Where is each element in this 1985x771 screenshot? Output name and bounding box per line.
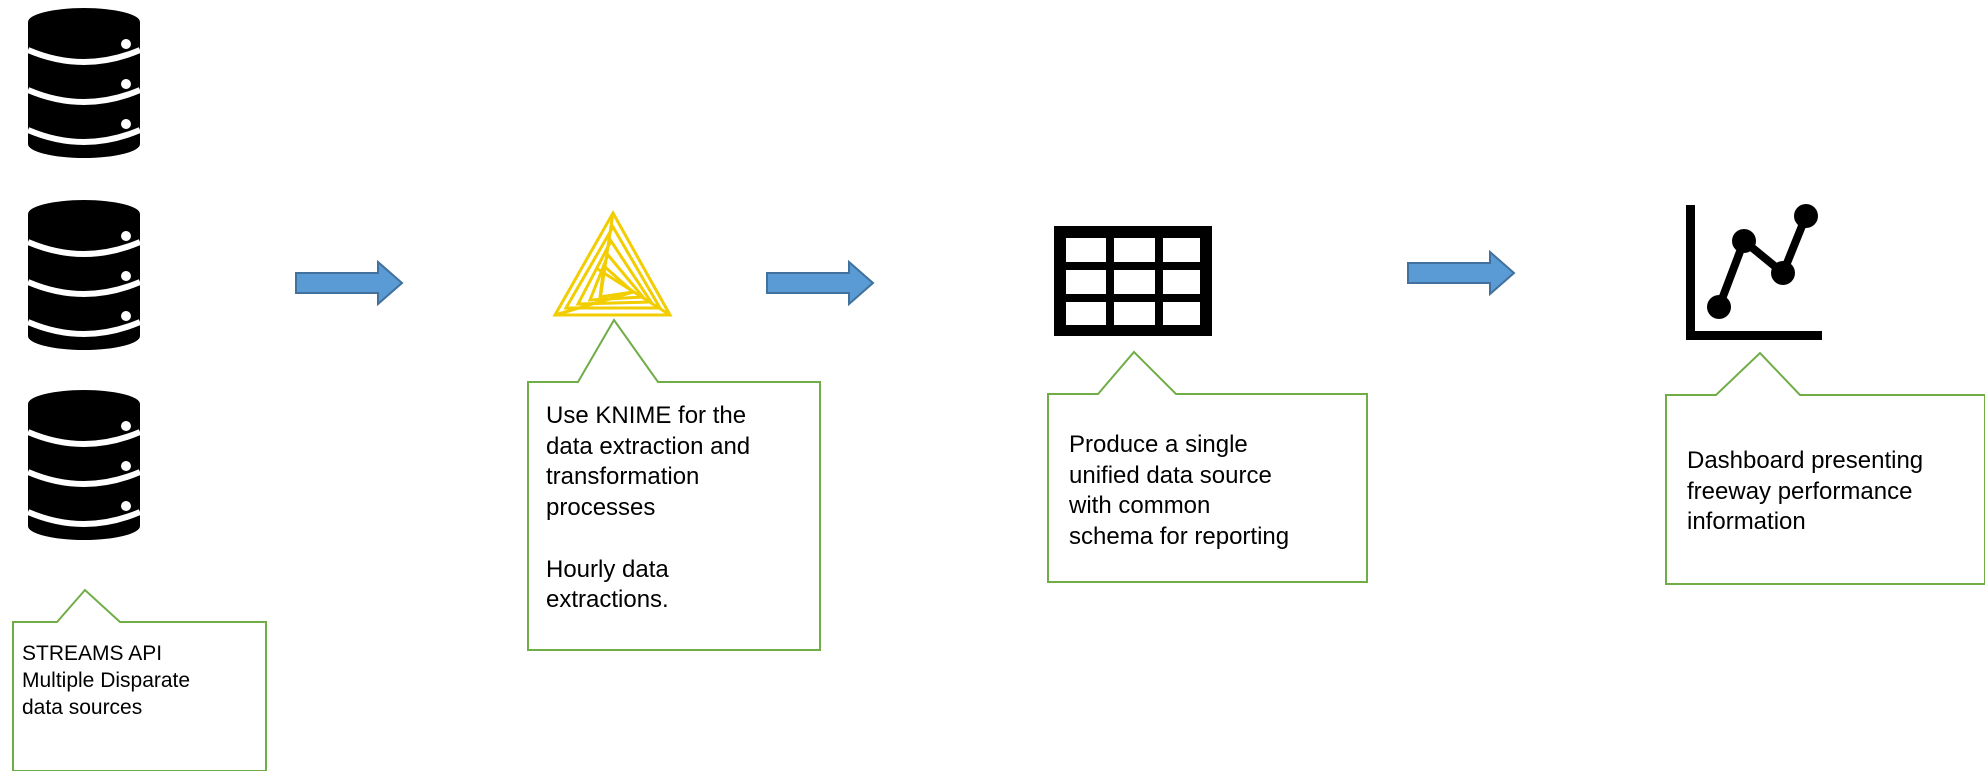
table-grid-icon — [1054, 226, 1212, 336]
knime-logo-icon — [552, 209, 673, 317]
callout-box — [1047, 350, 1368, 583]
callout-text-dashboard: Dashboard presenting freeway performance… — [1687, 447, 1924, 536]
callout-box — [12, 588, 267, 771]
flow-arrow — [1407, 249, 1516, 297]
callout-text-knime: Use KNIME for the data extraction and tr… — [546, 402, 751, 614]
callout-box — [527, 318, 821, 651]
flow-arrow — [295, 259, 404, 307]
callout-text-sources: STREAMS API Multiple Disparate data sour… — [22, 642, 191, 719]
callout-box — [1665, 351, 1985, 585]
database-icon — [28, 8, 140, 158]
line-chart-icon — [1686, 204, 1822, 340]
callout-text-unified: Produce a single unified data source wit… — [1069, 431, 1290, 551]
database-icon — [28, 200, 140, 350]
flow-arrow — [766, 259, 875, 307]
database-icon — [28, 390, 140, 540]
